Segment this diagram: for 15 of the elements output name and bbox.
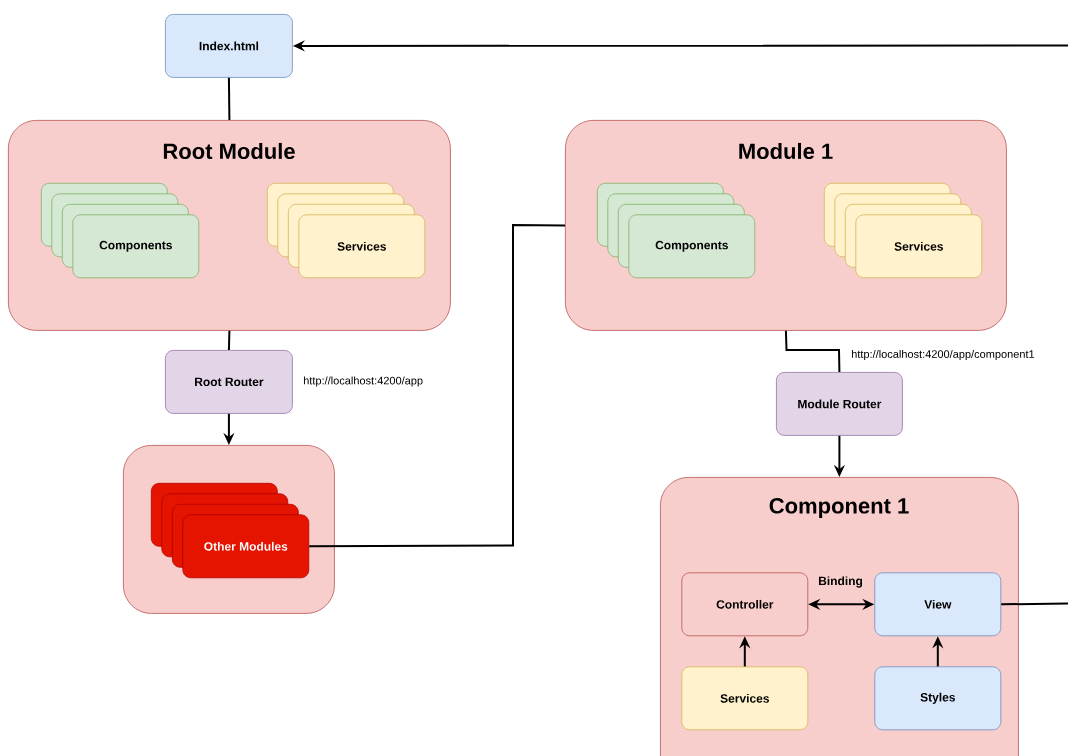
url-label: http://localhost:4200/app (303, 376, 423, 387)
router-box: Root Router (165, 350, 293, 414)
styles-box: Styles (874, 666, 1002, 731)
router-box: Module Router (776, 372, 903, 436)
services-box: Services (681, 666, 809, 731)
card-stack: Components (40, 182, 200, 279)
card-stack: Other Modules (150, 482, 310, 579)
card-stack: Services (823, 182, 983, 279)
file-box: Index.html (165, 14, 293, 78)
view-box: View (874, 572, 1002, 637)
controller-box: Controller (681, 572, 809, 637)
card-stack: Services (266, 182, 426, 279)
url-label: http://localhost:4200/app/component1 (852, 349, 1035, 361)
card-stack: Components (596, 182, 756, 279)
edge-label: Binding (817, 575, 864, 589)
